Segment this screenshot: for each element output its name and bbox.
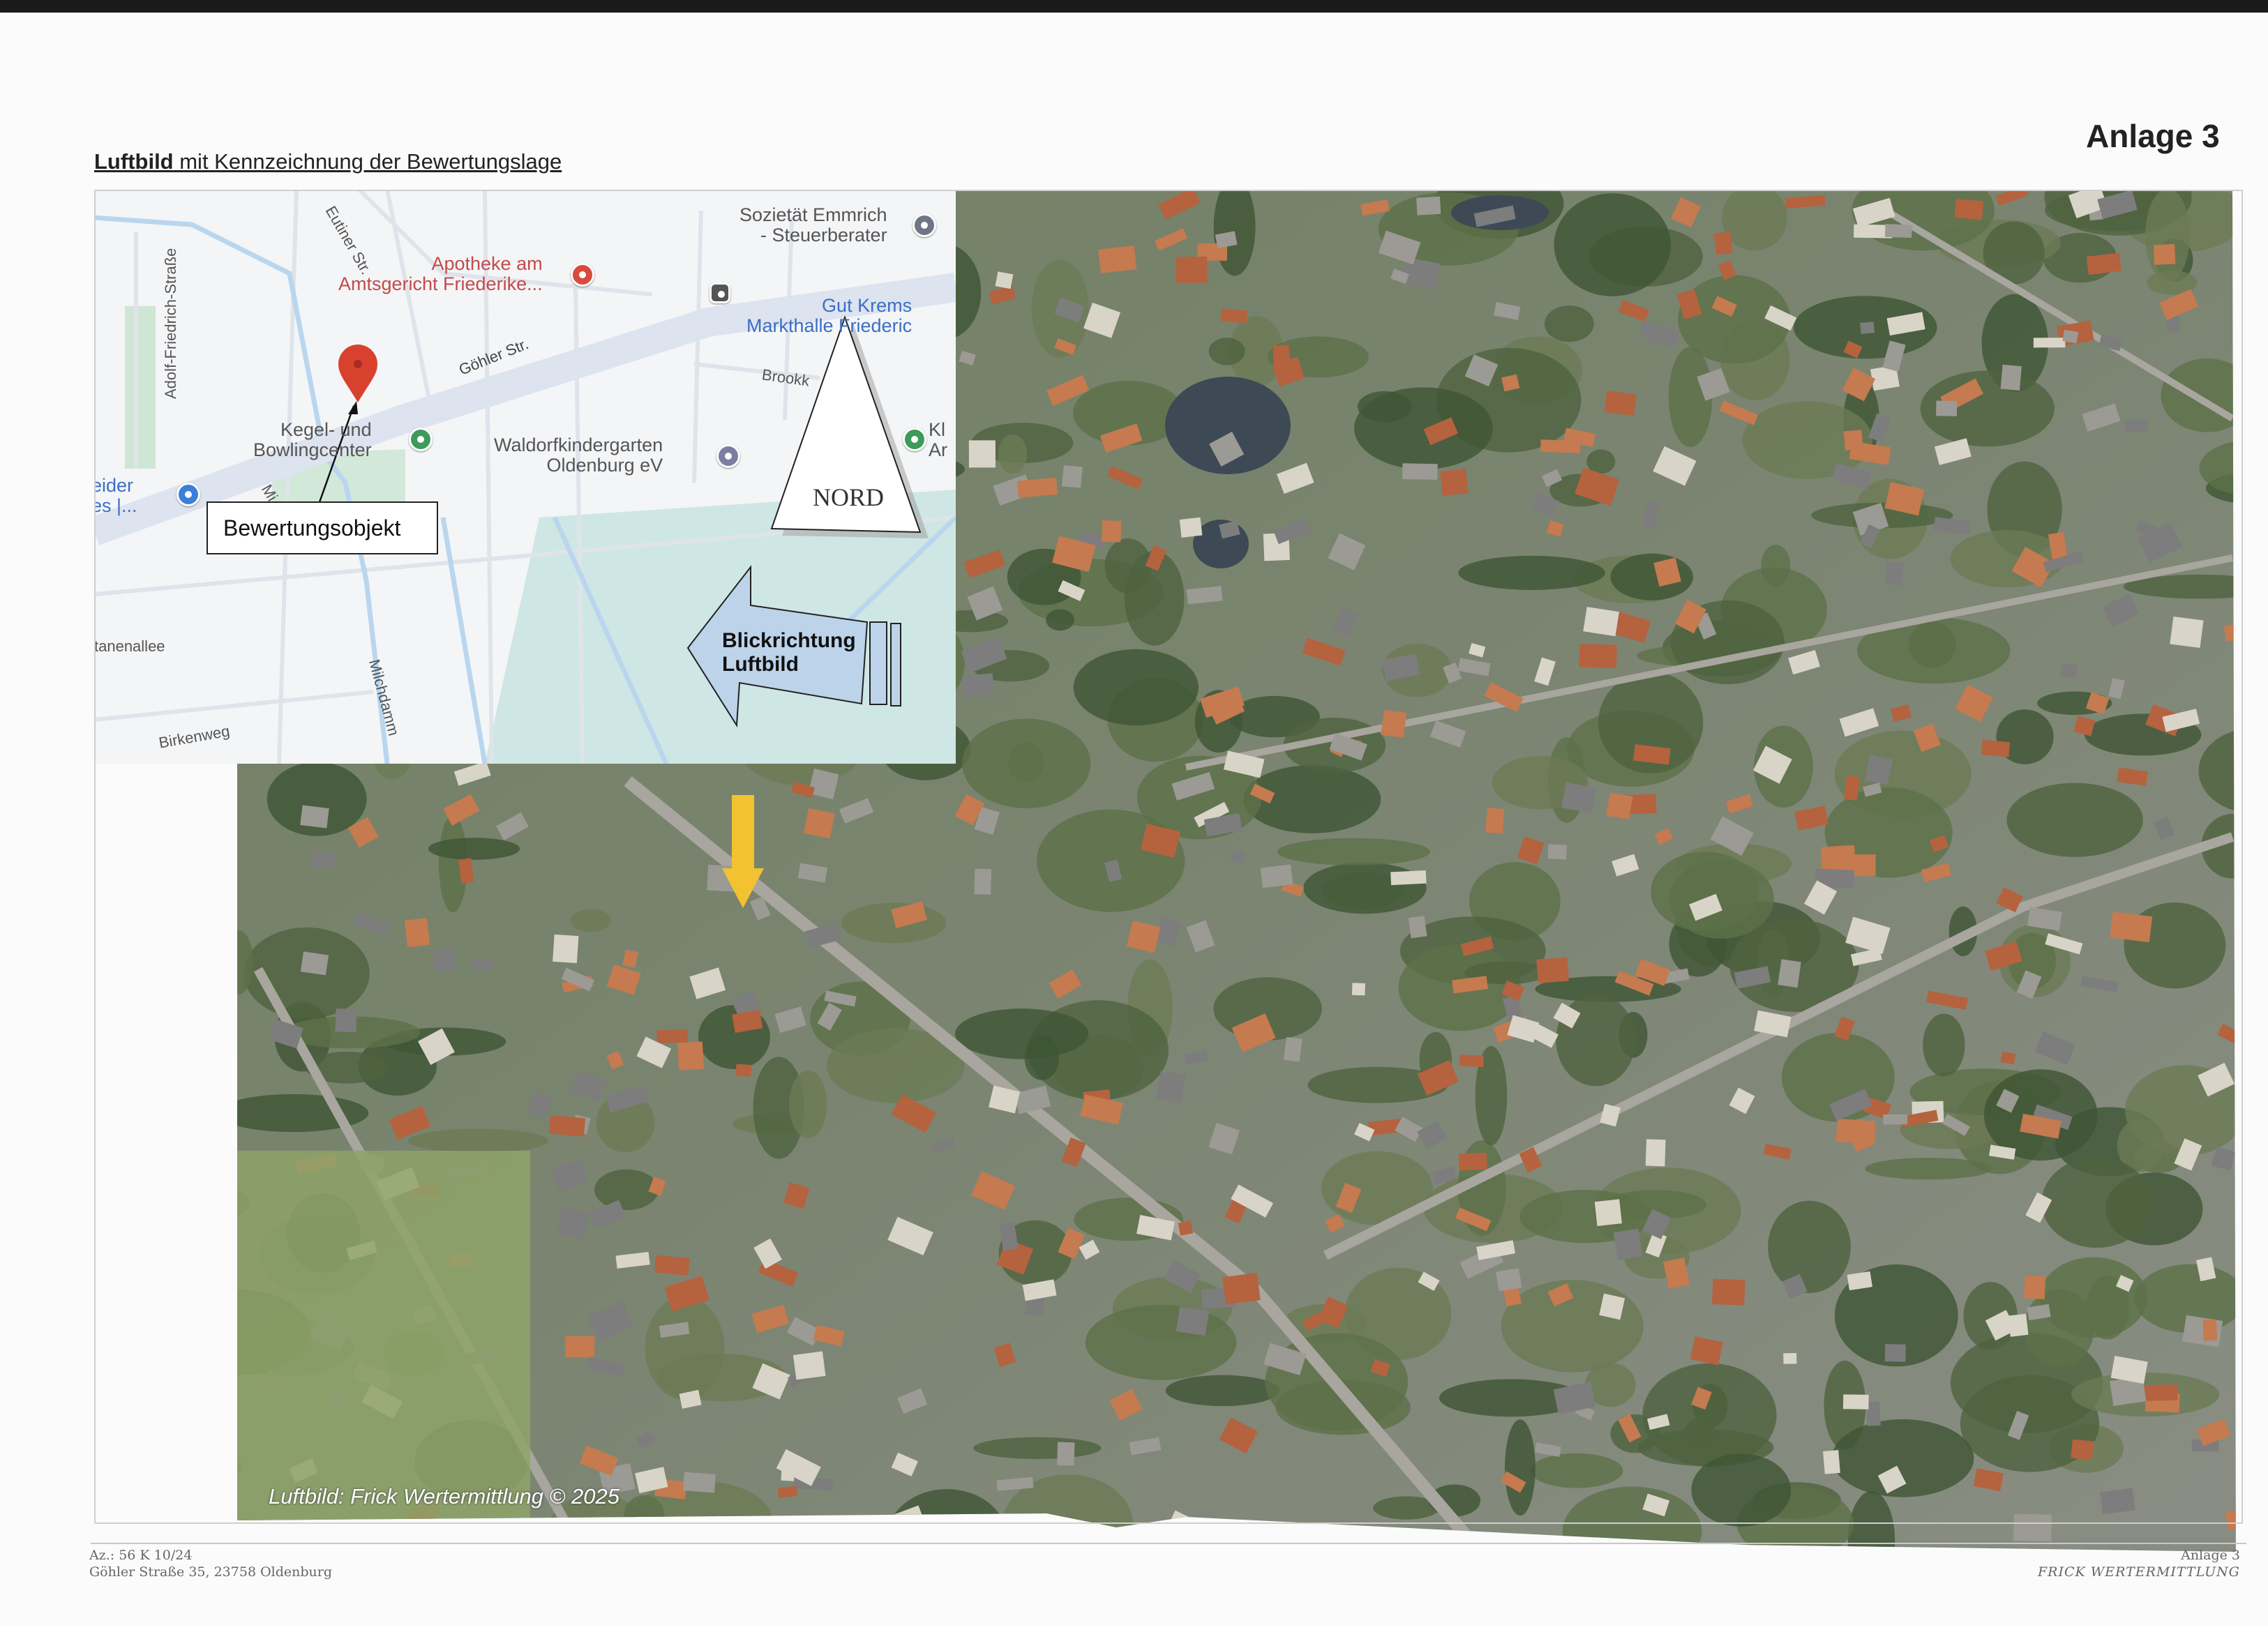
bus-stop-icon[interactable] <box>709 282 730 303</box>
shop-icon[interactable] <box>177 483 200 506</box>
street-label: tanenallee <box>94 637 165 655</box>
scan-top-edge <box>0 0 2268 13</box>
view-direction-label: Blickrichtung Luftbild <box>722 629 856 676</box>
footer-right: Anlage 3 FRICK WERTERMITTLUNG <box>2038 1547 2240 1580</box>
poi-label[interactable]: Gut Krems Markthalle Friederic <box>746 295 913 336</box>
office-icon[interactable] <box>913 213 936 237</box>
heading-rest: mit Kennzeichnung der Bewertungslage <box>173 149 562 174</box>
north-triangle <box>770 315 922 534</box>
green-strip <box>125 306 156 469</box>
case-number: Az.: 56 K 10/24 <box>89 1548 193 1563</box>
north-label: NORD <box>813 483 885 511</box>
poi-label[interactable]: Kl Ar <box>929 419 947 460</box>
poi-label[interactable]: Sozietät Emmrich - Steuerberater <box>739 204 887 245</box>
poi-label[interactable]: eider es |... <box>94 475 137 516</box>
content-frame <box>94 190 2243 1524</box>
pharmacy-icon[interactable] <box>571 263 594 287</box>
map-base <box>94 190 956 764</box>
poi-label[interactable]: Apotheke am Amtsgericht Friederike... <box>338 253 543 294</box>
location-pin-icon <box>338 345 377 402</box>
bowling-icon[interactable] <box>409 428 433 451</box>
poi-label[interactable]: Kegel- und Bowlingcenter <box>253 419 372 460</box>
map-inset: Adolf-Friedrich-Straße Eutiner Str. Göhl… <box>94 190 956 764</box>
page-heading: Luftbild mit Kennzeichnung der Bewertung… <box>94 149 562 174</box>
company-name: FRICK WERTERMITTLUNG <box>2037 1564 2240 1580</box>
view-direction-arrow <box>686 565 869 728</box>
subject-property-label: Bewertungsobjekt <box>206 501 438 554</box>
attachment-title: Anlage 3 <box>2086 118 2220 154</box>
footer-attachment: Anlage 3 <box>2181 1548 2240 1563</box>
clinic-icon[interactable] <box>903 428 926 451</box>
heading-bold: Luftbild <box>94 149 174 174</box>
goehler-str-road <box>94 273 956 545</box>
waterways <box>94 215 956 764</box>
poi-label[interactable]: Waldorfkindergarten Oldenburg eV <box>494 434 663 476</box>
photo-caption: Luftbild: Frick Wertermittlung © 2025 <box>269 1484 619 1509</box>
arrow-bar <box>869 621 887 705</box>
footer-divider <box>91 1543 2246 1544</box>
property-address: Göhler Straße 35, 23758 Oldenburg <box>89 1564 333 1580</box>
school-icon[interactable] <box>716 444 740 468</box>
subject-marker-arrow-icon <box>722 795 764 908</box>
pointer-line <box>318 405 355 503</box>
footer-left: Az.: 56 K 10/24 Göhler Straße 35, 23758 … <box>89 1547 332 1580</box>
arrow-bar <box>890 623 901 706</box>
